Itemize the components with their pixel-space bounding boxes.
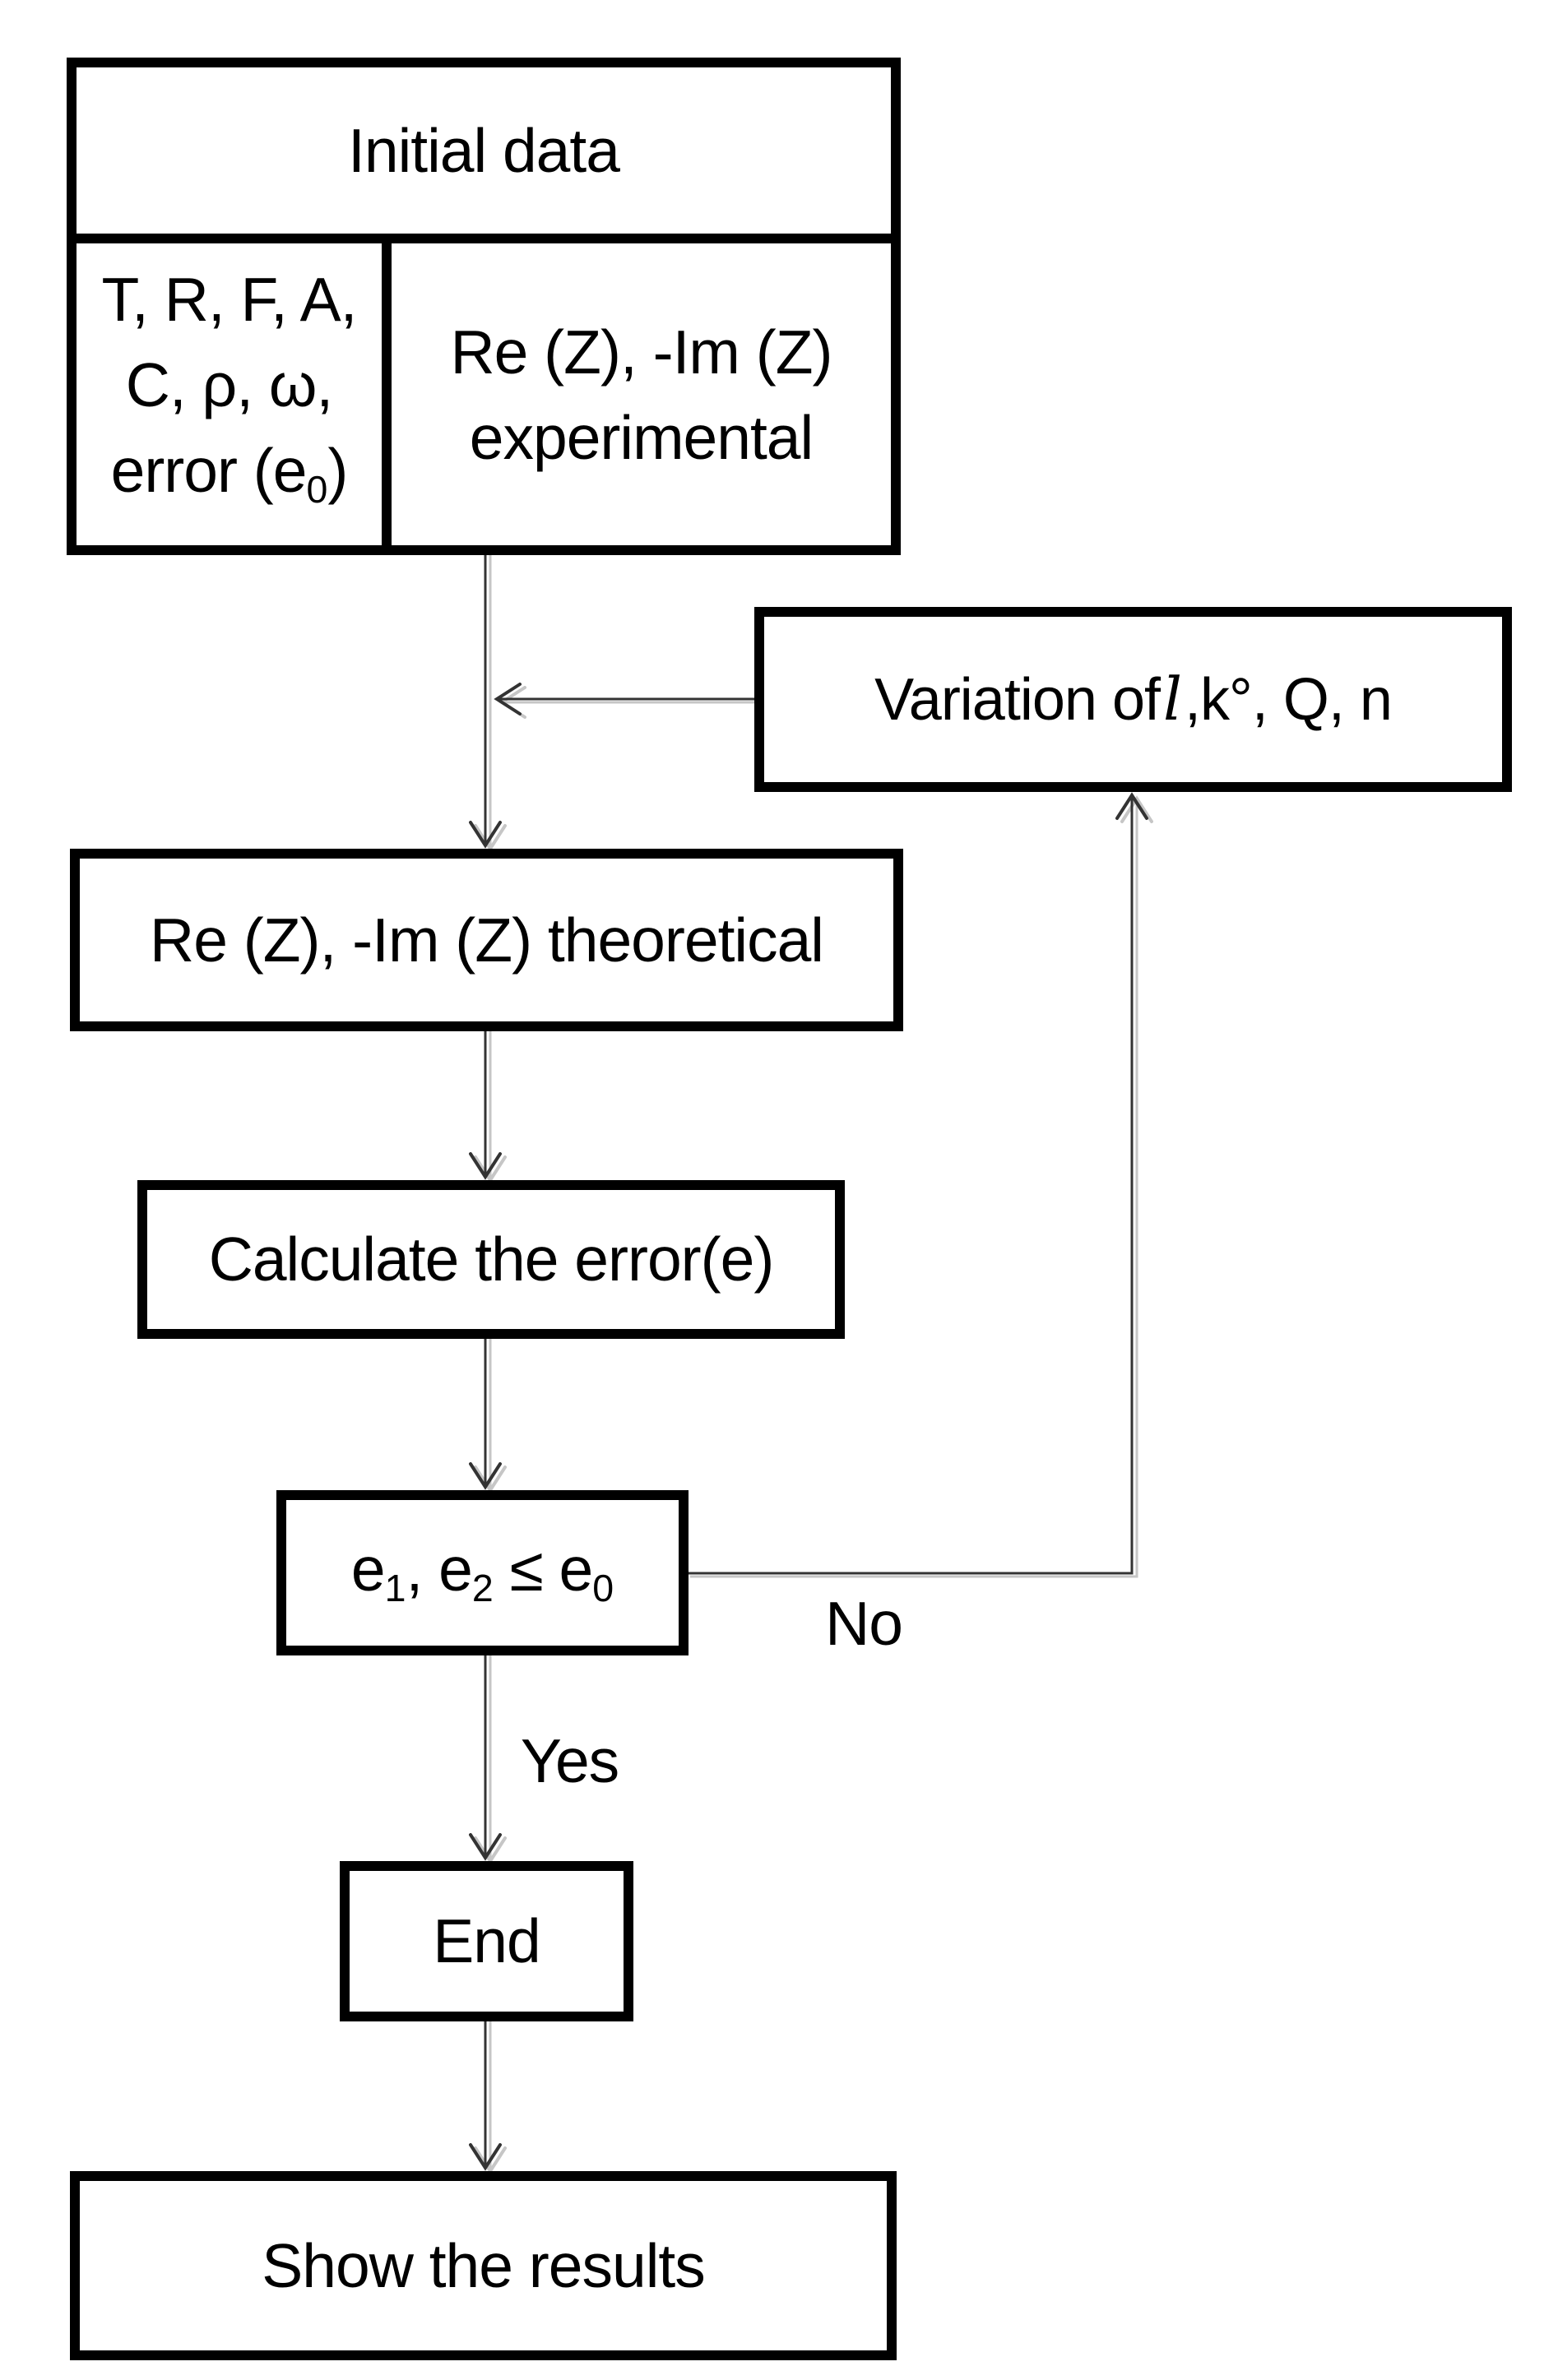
node-decision: e1, e2 ≤ e0 bbox=[276, 1490, 689, 1655]
node-end: End bbox=[340, 1861, 633, 2021]
node-show-results: Show the results bbox=[70, 2171, 897, 2360]
theoretical-label: Re (Z), -Im (Z) theoretical bbox=[150, 905, 824, 975]
variation-label: Variation ofl,k°, Q, n bbox=[874, 664, 1393, 734]
node-theoretical: Re (Z), -Im (Z) theoretical bbox=[70, 849, 903, 1031]
node-calculate-error: Calculate the error(e) bbox=[137, 1180, 845, 1339]
initial-data-body: T, R, F, A, C, ρ, ω, error (e0) Re (Z), … bbox=[77, 243, 891, 545]
initial-data-title: Initial data bbox=[348, 115, 620, 185]
decision-label: e1, e2 ≤ e0 bbox=[350, 1534, 614, 1609]
node-variation: Variation ofl,k°, Q, n bbox=[754, 607, 1512, 792]
show-results-label: Show the results bbox=[262, 2230, 705, 2300]
end-label: End bbox=[433, 1906, 540, 1975]
arrow-decision-no-to-variation bbox=[685, 792, 1148, 1575]
edge-label-no: No bbox=[825, 1589, 903, 1658]
initial-data-header: Initial data bbox=[77, 67, 891, 243]
edge-label-yes: Yes bbox=[520, 1726, 619, 1795]
parameters-line-1: T, R, F, A, bbox=[101, 264, 358, 334]
experimental-line-1: Re (Z), -Im (Z) bbox=[450, 317, 832, 387]
parameters-line-2: C, ρ, ω, bbox=[125, 350, 334, 419]
cell-initial-experimental: Re (Z), -Im (Z) experimental bbox=[392, 243, 891, 545]
node-initial-data: Initial data T, R, F, A, C, ρ, ω, error … bbox=[67, 58, 901, 555]
experimental-line-2: experimental bbox=[469, 402, 814, 472]
parameters-line-3: error (e0) bbox=[110, 435, 349, 511]
cell-initial-parameters: T, R, F, A, C, ρ, ω, error (e0) bbox=[77, 243, 392, 545]
calculate-error-label: Calculate the error(e) bbox=[208, 1225, 775, 1294]
